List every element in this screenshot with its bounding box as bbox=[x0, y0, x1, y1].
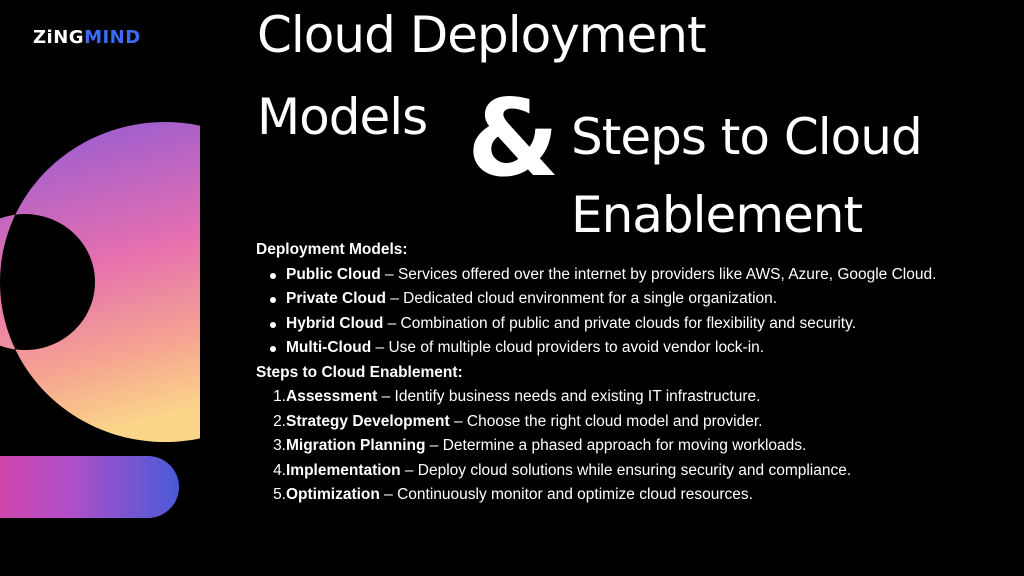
item-term: Hybrid Cloud bbox=[286, 314, 384, 332]
steps-heading: Steps to Cloud Enablement: bbox=[256, 363, 463, 381]
item-desc: – Combination of public and private clou… bbox=[383, 314, 857, 332]
gradient-bar bbox=[0, 456, 179, 518]
list-item: 4.Implementation – Deploy cloud solution… bbox=[256, 459, 1016, 484]
list-item: 2.Strategy Development – Choose the righ… bbox=[256, 410, 1016, 435]
step-number: 5. bbox=[273, 486, 286, 503]
title-line-4: Enablement bbox=[571, 186, 863, 244]
list-item: Public Cloud – Services offered over the… bbox=[270, 263, 1016, 288]
item-desc: – Use of multiple cloud providers to avo… bbox=[371, 339, 765, 356]
item-term: Multi-Cloud bbox=[286, 339, 372, 356]
list-item: 3.Migration Planning – Determine a phase… bbox=[256, 434, 1016, 459]
item-term: Assessment bbox=[286, 388, 378, 405]
step-number: 3. bbox=[273, 437, 286, 454]
title-line-3: Steps to Cloud bbox=[571, 108, 923, 166]
item-desc: – Dedicated cloud environment for a sing… bbox=[385, 290, 778, 307]
deployment-models-heading: Deployment Models: bbox=[256, 241, 408, 258]
item-term: Implementation bbox=[286, 461, 401, 479]
item-desc: – Determine a phased approach for moving… bbox=[425, 437, 807, 454]
list-item: 1.Assessment – Identify business needs a… bbox=[256, 385, 1016, 410]
list-item: Hybrid Cloud – Combination of public and… bbox=[270, 312, 1016, 337]
list-item: Private Cloud – Dedicated cloud environm… bbox=[270, 287, 1016, 312]
title-line-1: Cloud Deployment bbox=[257, 6, 707, 64]
list-item: Multi-Cloud – Use of multiple cloud prov… bbox=[270, 336, 1016, 361]
step-number: 1. bbox=[273, 388, 286, 405]
item-desc: – Choose the right cloud model and provi… bbox=[449, 412, 763, 430]
deployment-models-list: Public Cloud – Services offered over the… bbox=[256, 263, 1016, 361]
step-number: 4. bbox=[273, 461, 286, 479]
item-desc: – Services offered over the internet by … bbox=[380, 265, 937, 283]
decorative-gradient-shapes bbox=[0, 122, 200, 518]
item-desc: – Continuously monitor and optimize clou… bbox=[379, 486, 753, 503]
list-item: 5.Optimization – Continuously monitor an… bbox=[256, 483, 1016, 508]
step-number: 2. bbox=[273, 412, 286, 430]
item-desc: – Identify business needs and existing I… bbox=[377, 388, 761, 405]
item-term: Public Cloud bbox=[286, 265, 381, 283]
item-term: Optimization bbox=[286, 486, 380, 503]
title-line-2: Models bbox=[257, 88, 428, 146]
steps-list: 1.Assessment – Identify business needs a… bbox=[256, 385, 1016, 508]
item-term: Private Cloud bbox=[286, 290, 386, 307]
item-term: Strategy Development bbox=[286, 412, 450, 430]
zingmind-logo: ZiNGMIND bbox=[33, 27, 141, 48]
title-ampersand: & bbox=[467, 77, 560, 200]
logo-text-mind: MIND bbox=[84, 27, 141, 48]
slide-body: Deployment Models: Public Cloud – Servic… bbox=[256, 238, 1016, 508]
item-term: Migration Planning bbox=[286, 437, 426, 454]
logo-text-zing: ZiNG bbox=[33, 27, 85, 48]
gradient-ring bbox=[0, 122, 200, 443]
item-desc: – Deploy cloud solutions while ensuring … bbox=[400, 461, 852, 479]
